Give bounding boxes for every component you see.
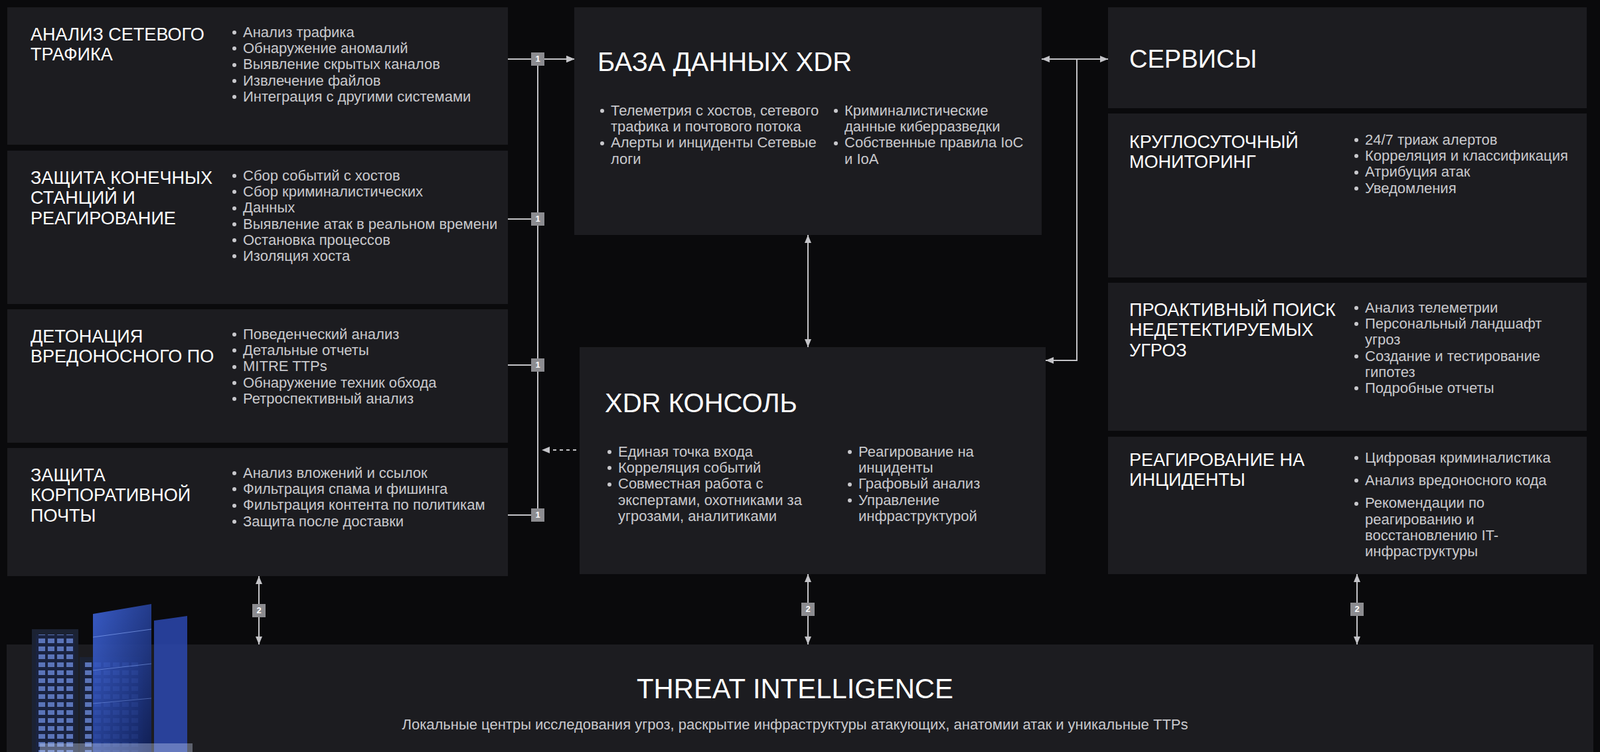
box-title: XDR КОНСОЛЬ (604, 388, 1036, 418)
box-heading: КРУГЛОСУТОЧНЫЙ МОНИТОРИНГ (1129, 132, 1352, 197)
bullet-item: Данных (229, 199, 498, 216)
bullet-item: Интеграция с другими системами (229, 88, 498, 105)
bullet-item: Корреляция событий (604, 460, 836, 477)
bullet-item: Выявление атак в реальном времени (229, 216, 498, 233)
connector (1045, 59, 1109, 361)
callout-number: 1 (531, 212, 545, 226)
bullet-item: Уведомления (1351, 180, 1577, 197)
box-heading: АНАЛИЗ СЕТЕВОГО ТРАФИКА (30, 24, 230, 105)
callout-number: 1 (531, 508, 545, 522)
callout-number: 2 (1350, 602, 1364, 617)
box-heading: ЗАЩИТА КОРПОРАТИВНОЙ ПОЧТЫ (30, 465, 230, 530)
bullet-item: Реагирование на инциденты (845, 444, 1036, 477)
bullet-item: Анализ вредоносного кода (1351, 472, 1577, 489)
callout-number: 2 (801, 602, 815, 617)
bullet-item: Обнаружение техник обхода (229, 375, 498, 392)
box-heading: РЕАГИРОВАНИЕ НА ИНЦИДЕНТЫ (1129, 450, 1352, 567)
intel-band: THREAT INTELLIGENCE Локальные центры иссл… (6, 644, 1594, 752)
module-box: АНАЛИЗ СЕТЕВОГО ТРАФИКААнализ трафикаОбн… (7, 7, 508, 145)
bullet-item: Поведенческий анализ (229, 326, 498, 343)
box-heading: ЗАЩИТА КОНЕЧНЫХ СТАНЦИЙ И РЕАГИРОВАНИЕ (30, 167, 230, 265)
threat-band-ground (6, 644, 1594, 752)
callout-number: 1 (531, 358, 545, 372)
box-heading: ПРОАКТИВНЫЙ ПОИСК НЕДЕТЕКТИРУЕМЫХ УГРОЗ (1129, 300, 1352, 397)
bullet-item: Управление инфраструктурой (845, 492, 1036, 525)
connector (507, 59, 575, 220)
bullet-item: Анализ трафика (229, 24, 498, 41)
bullet-item: Персональный ландшафт угроз (1351, 316, 1577, 348)
bullet-item: Фильтрация спама и фишинга (229, 481, 498, 498)
band-title: THREAT INTELLIGENCE (6, 673, 1584, 705)
module-box: КРУГЛОСУТОЧНЫЙ МОНИТОРИНГ24/7 триаж алер… (1108, 113, 1587, 278)
bullet-item: Защита после доставки (229, 513, 498, 530)
bullet-item: Подробные отчеты (1351, 380, 1577, 397)
bullet-item: Создание и тестирование гипотез (1351, 348, 1577, 381)
dashed-return-arrow (541, 446, 577, 454)
band-subtitle: Локальные центры исследования угроз, рас… (6, 716, 1584, 734)
bullet-item: Совместная работа с экспертами, охотника… (604, 476, 836, 525)
bullet-item: Сбор событий с хостов (229, 167, 498, 184)
bullet-item: Корреляция и классификация (1351, 148, 1577, 164)
bullet-item: Детальные отчеты (229, 342, 498, 359)
bullet-item: Фильтрация контента по политикам (229, 497, 498, 514)
bullet-item: Графовый анализ (845, 476, 1036, 492)
bullet-item: Анализ вложений и ссылок (229, 465, 498, 482)
bullet-item: Собственные правила IoC и IoA (831, 134, 1032, 167)
bullet-item: Остановка процессов (229, 232, 498, 249)
bullet-item: Атрибуция атак (1351, 163, 1577, 180)
bullet-item: Алерты и инциденты Сетевые логи (597, 134, 822, 167)
module-box: ПРОАКТИВНЫЙ ПОИСК НЕДЕТЕКТИРУЕМЫХ УГРОЗА… (1108, 282, 1587, 431)
connector (507, 59, 575, 366)
bullet-item: Ретроспективный анализ (229, 391, 498, 407)
module-box: РЕАГИРОВАНИЕ НА ИНЦИДЕНТЫЦифровая кримин… (1108, 436, 1587, 575)
bullet-item: Цифровая криминалистика (1351, 450, 1577, 467)
callout-number: 1 (531, 52, 545, 66)
bullet-item: Криминалистические данные киберразведки (831, 102, 1032, 135)
bullet-item: Обнаружение аномалий (229, 40, 498, 57)
module-box: ЗАЩИТА КОНЕЧНЫХ СТАНЦИЙ И РЕАГИРОВАНИЕСб… (7, 150, 508, 305)
bullet-item: Единая точка входа (604, 444, 836, 461)
module-box: ЗАЩИТА КОРПОРАТИВНОЙ ПОЧТЫАнализ вложени… (7, 448, 508, 577)
connector (807, 235, 809, 348)
module-box: БАЗА ДАННЫХ XDR Телеметрия с хостов, сете… (574, 7, 1042, 236)
box-heading: ДЕТОНАЦИЯ ВРЕДОНОСНОГО ПО (30, 326, 230, 407)
box-title: СЕРВИСЫ (1129, 45, 1577, 74)
bullet-item: Анализ телеметрии (1351, 300, 1577, 317)
bullet-item: Извлечение файлов (229, 73, 498, 89)
bullet-item: MITRE TTPs (229, 358, 498, 375)
bullet-item: Изоляция хоста (229, 248, 498, 265)
bullet-item: Сбор криминалистических (229, 183, 498, 200)
box-title: БАЗА ДАННЫХ XDR (597, 47, 1032, 77)
building-illustration (31, 604, 193, 752)
module-box: XDR КОНСОЛЬ Единая точка входаКорреляция … (579, 347, 1046, 575)
module-box: ДЕТОНАЦИЯ ВРЕДОНОСНОГО ПОПоведенческий а… (7, 309, 508, 443)
bullet-item: Телеметрия с хостов, сетевого трафика и … (597, 102, 822, 135)
bullet-item: Выявление скрытых каналов (229, 56, 498, 73)
callout-number: 2 (252, 604, 266, 618)
connector (507, 59, 575, 516)
module-box: СЕРВИСЫ (1108, 7, 1587, 109)
bullet-item: 24/7 триаж алертов (1351, 132, 1577, 149)
bullet-item: Рекомендации по реагированию и восстанов… (1351, 495, 1577, 560)
